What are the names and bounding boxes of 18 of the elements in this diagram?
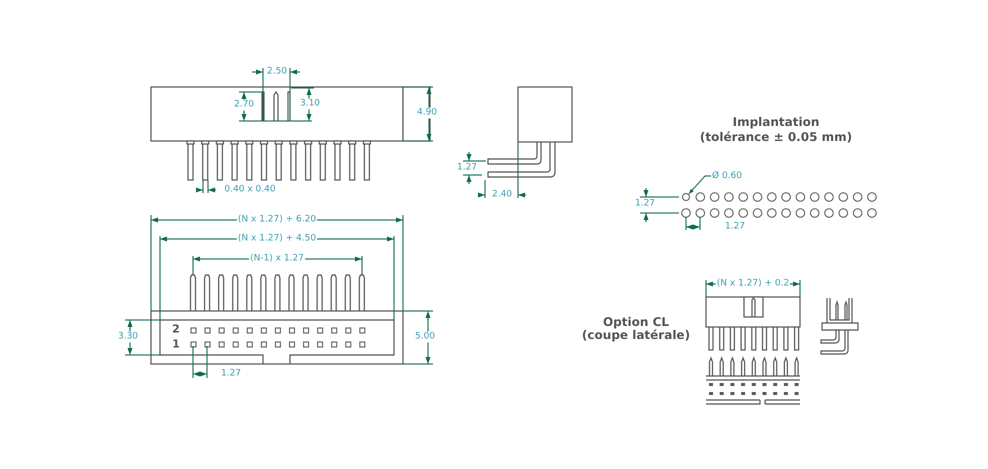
leader-line — [688, 176, 712, 194]
dimension-label: 3.10 — [298, 98, 322, 110]
view-title: (coupe latérale) — [580, 328, 692, 342]
dimension-label: 3.30 — [116, 332, 140, 342]
dimension-label: (N x 1.27) + 6.20 — [236, 214, 318, 226]
view-title: Option CL — [602, 315, 670, 329]
mounting-hole — [682, 192, 690, 202]
dimension-label: (N-1) x 1.27 — [249, 254, 305, 264]
dimension-label: (N x 1.27) + 0.2 — [716, 278, 790, 290]
dimension-label: Ø 0.60 — [712, 170, 742, 182]
dimension-label: 2.70 — [232, 100, 256, 110]
dimension-label: (N x 1.27) + 4.50 — [236, 234, 318, 244]
dimension-label: 4.90 — [416, 108, 438, 118]
pin-row-number: 1 — [171, 338, 181, 350]
pin-row-number: 2 — [171, 324, 181, 334]
view-title: Implantation — [732, 115, 820, 129]
dimension-label: 5.00 — [414, 332, 436, 342]
view-title: (tolérance ± 0.05 mm) — [698, 130, 854, 144]
